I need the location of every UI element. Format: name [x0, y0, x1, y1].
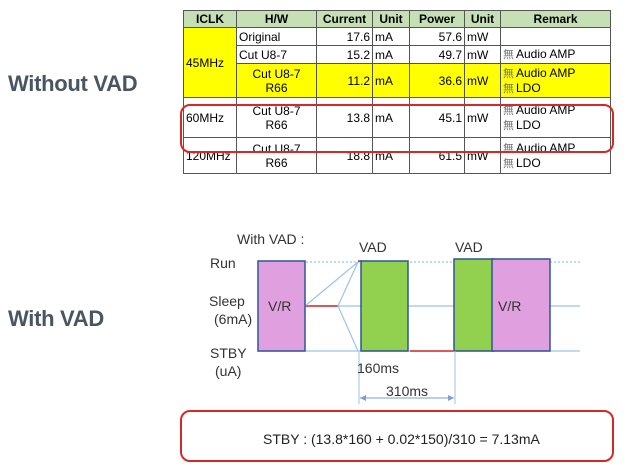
arrow-head: [448, 395, 454, 401]
current-cell: 18.8: [316, 137, 373, 174]
header-unit: Unit: [464, 10, 501, 28]
vr-label: V/R: [498, 298, 522, 314]
power-cell: 36.6: [409, 63, 465, 98]
arrow-head: [360, 395, 366, 401]
transition-line: [337, 305, 359, 352]
stby-formula: STBY : (13.8*160 + 0.02*150)/310 = 7.13m…: [263, 431, 540, 447]
run-label: Run: [210, 255, 236, 271]
vr-label: V/R: [268, 298, 292, 314]
power-unit-cell: mW: [464, 137, 501, 174]
stby-label: STBY: [210, 345, 247, 361]
sleep-current-label: (6mA): [214, 311, 253, 327]
iclk-cell: 45MHz: [183, 27, 237, 98]
header-remark: Remark: [500, 10, 611, 28]
power-cell: 45.1: [409, 97, 465, 138]
current-unit-cell: mA: [372, 63, 410, 98]
power-table: ICLK H/W Current Unit Power Unit Remark …: [183, 10, 611, 174]
stby-current-label: (uA): [215, 363, 242, 379]
power-unit-cell: mW: [464, 27, 501, 46]
power-cell: 61.5: [409, 137, 465, 174]
vad-label: VAD: [455, 239, 483, 255]
table-header-row: ICLK H/W Current Unit Power Unit Remark: [183, 10, 611, 28]
header-unit: Unit: [372, 10, 410, 28]
without-vad-title: Without VAD: [8, 71, 138, 96]
header-current: Current: [316, 10, 373, 28]
duration-160ms-label: 160ms: [357, 360, 400, 376]
remark-glyph: 無: [503, 49, 514, 61]
formula-box: [180, 410, 614, 462]
header-power: Power: [409, 10, 465, 28]
vr-block: [491, 258, 551, 352]
power-cell: 57.6: [409, 27, 465, 46]
duration-310ms-label: 310ms: [386, 383, 429, 399]
header-hw: H/W: [236, 10, 317, 28]
power-unit-cell: mW: [464, 97, 501, 138]
power-unit-cell: mW: [464, 45, 501, 64]
remark-text: Audio AMP: [516, 47, 576, 61]
with-vad-title: With VAD: [8, 306, 104, 331]
vad-block: [360, 260, 409, 352]
current-unit-cell: mA: [372, 27, 410, 46]
vad-label: VAD: [359, 239, 387, 255]
transition-line: [337, 261, 359, 307]
highlight-60mhz-row: [180, 104, 614, 153]
current-cell: 15.2: [316, 45, 373, 64]
transition-line: [304, 261, 359, 307]
diagram-title: With VAD :: [237, 231, 305, 247]
vr-block: [257, 260, 306, 352]
sleep-label: Sleep: [209, 293, 245, 309]
iclk-cell: 60MHz: [183, 97, 237, 138]
power-unit-cell: mW: [464, 63, 501, 98]
vad-block: [453, 258, 495, 352]
current-cell: 11.2: [316, 63, 373, 98]
current-unit-cell: mA: [372, 137, 410, 174]
